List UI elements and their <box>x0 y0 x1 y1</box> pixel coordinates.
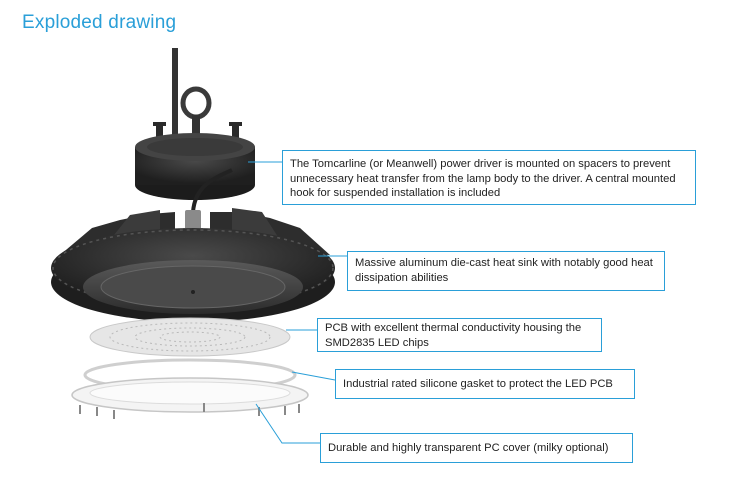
leader-lines <box>248 161 347 444</box>
callout-pc-cover: Durable and highly transparent PC cover … <box>320 433 633 463</box>
suspension-hook <box>172 48 212 150</box>
callout-led-pcb: PCB with excellent thermal conductivity … <box>317 318 602 352</box>
pc-cover <box>71 377 309 413</box>
led-pcb <box>89 317 291 357</box>
callout-silicone-gasket: Industrial rated silicone gasket to prot… <box>335 369 635 399</box>
screws <box>79 403 300 419</box>
callout-heat-sink: Massive aluminum die-cast heat sink with… <box>347 251 665 291</box>
heat-sink <box>51 208 335 322</box>
page-title: Exploded drawing <box>22 12 177 33</box>
power-driver-housing <box>135 122 255 200</box>
callout-power-driver: The Tomcarline (or Meanwell) power drive… <box>282 150 696 205</box>
